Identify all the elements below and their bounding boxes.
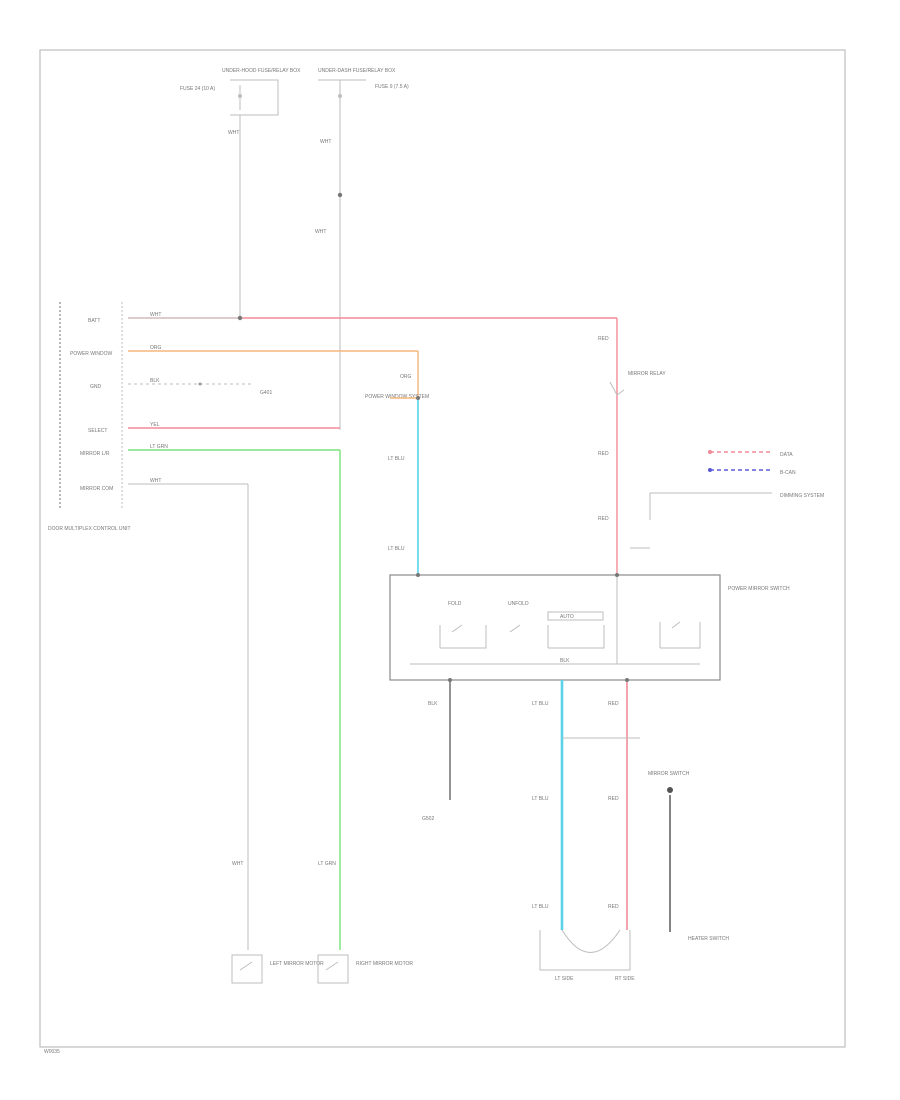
left-pin-power-window: POWER WINDOW [70, 351, 112, 357]
fold-switch-icon: FOLD [439, 601, 487, 649]
wire-red-top-label2: RED [598, 336, 609, 342]
right-mirror-motor: RIGHT MIRROR MOTOR [317, 954, 413, 984]
motor-left-wire-label: WHT [232, 861, 243, 867]
motor-left-label: LEFT MIRROR MOTOR [270, 961, 324, 967]
wire-green-label: LT GRN [150, 444, 168, 450]
left-pin-mirror-lr: MIRROR L/R [80, 451, 110, 457]
wire-cyan-bottom-label: LT BLU [532, 701, 549, 707]
fuse-box-left-desc: FUSE 24 (10 A) [180, 86, 215, 92]
fuse-box-left: UNDER-HOOD FUSE/RELAY BOX FUSE 24 (10 A)… [180, 68, 301, 136]
feed-wire-label: WHT [315, 229, 326, 235]
actuator-right-label: RT SIDE [615, 976, 635, 982]
motor-right-label: RIGHT MIRROR MOTOR [356, 961, 413, 967]
mirror-actuator: LT SIDE RT SIDE [539, 929, 635, 982]
left-pin-gnd: GND [90, 384, 102, 390]
fuse-box-left-wire: WHT [228, 130, 239, 136]
gnd-wire-label: BLK [150, 378, 160, 384]
wire-black-bottom-label: BLK [428, 701, 438, 707]
wire-cyan-bottom-label2: LT BLU [532, 796, 549, 802]
fold-label: FOLD [448, 601, 462, 607]
wire-orange-label2: ORG [400, 374, 412, 380]
heater-switch-title: MIRROR SWITCH [648, 771, 690, 777]
gnd-left-label: G401 [260, 390, 272, 396]
module-bus-label: BLK [560, 658, 570, 664]
legend-data: DATA [780, 452, 793, 458]
wire-cyan-top-label: LT BLU [388, 456, 405, 462]
legend-dimming: DIMMING SYSTEM [780, 493, 824, 499]
gnd-bottom-label: G502 [422, 816, 434, 822]
fuse-box-middle-title: UNDER-DASH FUSE/RELAY BOX [318, 68, 396, 74]
fuse-box-middle: UNDER-DASH FUSE/RELAY BOX FUSE 9 (7.5 A)… [318, 68, 409, 145]
fuse-box-middle-desc: FUSE 9 (7.5 A) [375, 84, 409, 90]
unfold-label: UNFOLD [508, 601, 529, 607]
wire-cyan-top-label2: LT BLU [388, 546, 405, 552]
diagram-frame [39, 49, 846, 1048]
left-pin-batt: BATT [88, 318, 100, 324]
main-module-name: POWER MIRROR SWITCH [728, 586, 790, 592]
red-right-wire-label: RED [598, 451, 609, 457]
left-pin-mirror-com: MIRROR COM [80, 486, 113, 492]
main-module: POWER MIRROR SWITCH FOLD UNFOLD AUTO BLK [389, 574, 790, 681]
actuator-left-label: LT SIDE [555, 976, 574, 982]
wire-red-bottom-label: RED [608, 701, 619, 707]
diagram-code: W0035 [44, 1049, 60, 1055]
wire-red-bottom-label2: RED [608, 796, 619, 802]
fuse-box-middle-wire: WHT [320, 139, 331, 145]
left-control-module: BATT POWER WINDOW GND SELECT MIRROR L/R … [48, 302, 131, 532]
wire-red-bottom-label3: RED [608, 904, 619, 910]
left-module-name: DOOR MULTIPLEX CONTROL UNIT [48, 526, 131, 532]
red-right-wire-label2: RED [598, 516, 609, 522]
unfold-switch-icon: UNFOLD [508, 601, 529, 633]
wire-orange-label: ORG [150, 345, 162, 351]
mirror-relay-label: MIRROR RELAY [628, 371, 666, 377]
power-sys-label: POWER WINDOW SYSTEM [365, 394, 429, 400]
auto-switch-icon: AUTO [547, 611, 605, 649]
wire-com-label: WHT [150, 478, 161, 484]
wire-cyan-bottom-label3: LT BLU [532, 904, 549, 910]
fuse-box-left-title: UNDER-HOOD FUSE/RELAY BOX [222, 68, 301, 74]
auto-label: AUTO [560, 614, 574, 620]
heater-switch-label: HEATER SWITCH [688, 936, 729, 942]
motor-right-wire-label: LT GRN [318, 861, 336, 867]
wire-red-select-label: YEL [150, 422, 160, 428]
heater-switch-icon [659, 621, 701, 649]
left-pin-select: SELECT [88, 428, 107, 434]
wire-red-top-label: WHT [150, 312, 161, 318]
left-mirror-motor: LEFT MIRROR MOTOR [231, 954, 324, 984]
legend-bcan: B-CAN [780, 470, 796, 476]
